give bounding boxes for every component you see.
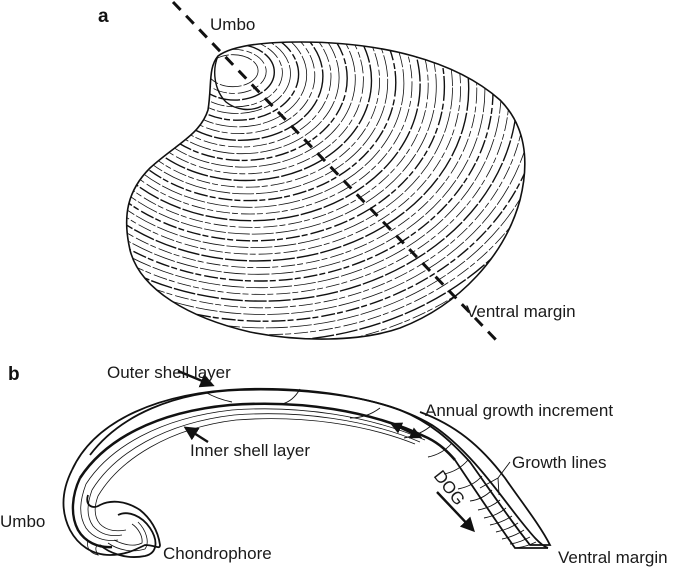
growth-ring — [126, 42, 525, 309]
shell-outline — [125, 41, 526, 340]
growth-ring — [126, 42, 405, 208]
umbo-label-b: Umbo — [0, 512, 45, 531]
chondrophore-label: Chondrophore — [163, 544, 272, 563]
inner-shell-layer-label: Inner shell layer — [190, 441, 310, 460]
shell-external-view — [125, 41, 526, 340]
growth-ring — [169, 42, 308, 128]
growth-ring — [126, 42, 525, 322]
growth-ring — [126, 42, 525, 315]
chondrophore-lamella — [107, 521, 148, 552]
growth-rings — [126, 42, 525, 340]
inner-lamella — [91, 413, 421, 491]
growth-ring — [126, 42, 478, 268]
panel-a-label: a — [98, 6, 109, 27]
growth-ring — [126, 42, 525, 336]
inner-shell-layer-pointer — [183, 426, 209, 444]
panel-a: a Umbo Ventral margin — [98, 0, 576, 344]
umbo-lamella — [80, 483, 119, 541]
growth-lines-label: Growth lines — [512, 453, 606, 472]
growth-ring — [126, 42, 519, 302]
outer-shell-layer-pointer — [177, 369, 215, 388]
ventral-margin-label-a: Ventral margin — [466, 302, 576, 321]
growth-ring — [126, 42, 494, 282]
growth-ring — [126, 42, 413, 215]
inner-lamella — [85, 408, 426, 485]
growth-ring — [126, 42, 373, 182]
growth-ring — [126, 42, 470, 262]
ventral-margin-label-b: Ventral margin — [558, 548, 668, 567]
panel-b: b — [0, 363, 668, 567]
umbo-lamella — [87, 489, 123, 536]
umbo-lamella — [94, 495, 127, 532]
growth-ring — [126, 42, 397, 202]
growth-ring — [126, 42, 389, 195]
chondrophore-lamella — [113, 523, 143, 546]
shell-cross-section — [62, 387, 552, 558]
panel-b-label: b — [8, 364, 20, 385]
growth-ring — [126, 42, 446, 242]
annual-growth-increment-arrow — [389, 422, 423, 439]
inner-surface-ventral — [454, 459, 548, 549]
growth-ring — [126, 42, 453, 248]
growth-ring — [126, 42, 461, 255]
umbo-tip-lamella — [87, 539, 101, 556]
annual-growth-increment-label: Annual growth increment — [425, 401, 613, 420]
outer-edge — [71, 387, 549, 549]
growth-lines-leader — [479, 461, 511, 496]
dog-direction-arrow — [436, 491, 475, 533]
chondrophore-outline — [99, 512, 157, 558]
inner-shell-layer-boundary — [78, 402, 456, 479]
growth-ring — [126, 42, 364, 175]
growth-ring — [126, 42, 429, 228]
growth-ring — [126, 42, 380, 188]
outer-shell-layer-label: Outer shell layer — [107, 363, 231, 382]
umbo-inner-thick — [71, 477, 113, 549]
umbo-beak — [214, 55, 263, 111]
growth-axis-dashed-line — [171, 0, 500, 344]
growth-ring — [194, 43, 276, 101]
growth-ring — [126, 42, 437, 235]
growth-ring — [126, 42, 421, 222]
inner-lamella — [97, 418, 416, 497]
umbo-label-a: Umbo — [210, 15, 255, 34]
growth-ring — [126, 42, 486, 275]
growth-ring — [163, 42, 316, 134]
